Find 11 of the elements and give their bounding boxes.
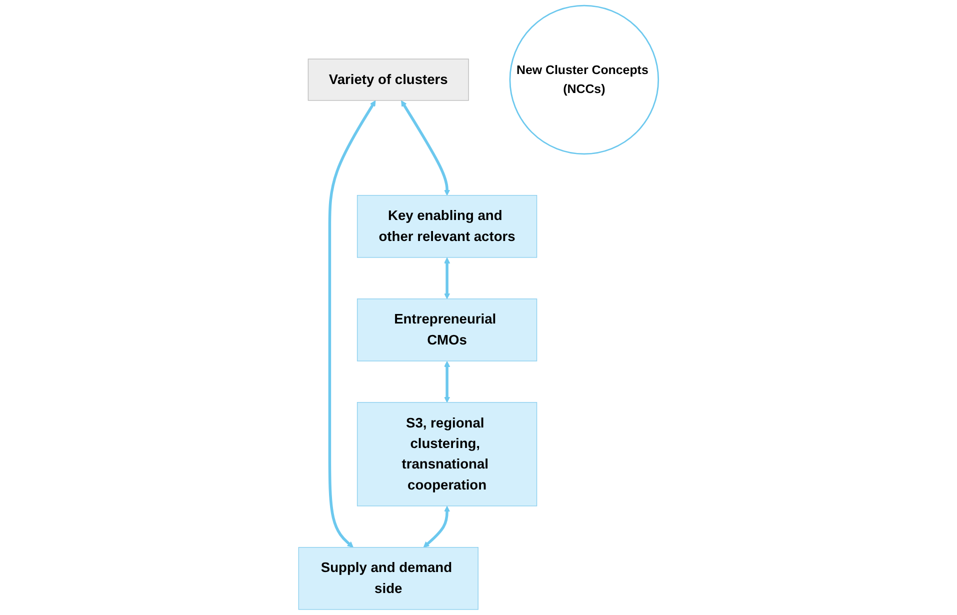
arrow	[444, 257, 450, 300]
node-box: S3, regional clustering, transnational cooperation	[356, 402, 538, 506]
arrow	[444, 361, 450, 403]
arrow	[423, 506, 450, 548]
node-box: Supply and demand side	[298, 547, 478, 610]
node-box: Key enabling and other relevant actors	[356, 195, 538, 258]
node-box: Entrepreneurial CMOs	[356, 298, 538, 362]
node-circle: New Cluster Concepts (NCCs)	[509, 4, 660, 155]
arrow	[328, 100, 376, 548]
arrow	[401, 100, 450, 196]
node-box: Variety of clusters	[308, 58, 469, 101]
